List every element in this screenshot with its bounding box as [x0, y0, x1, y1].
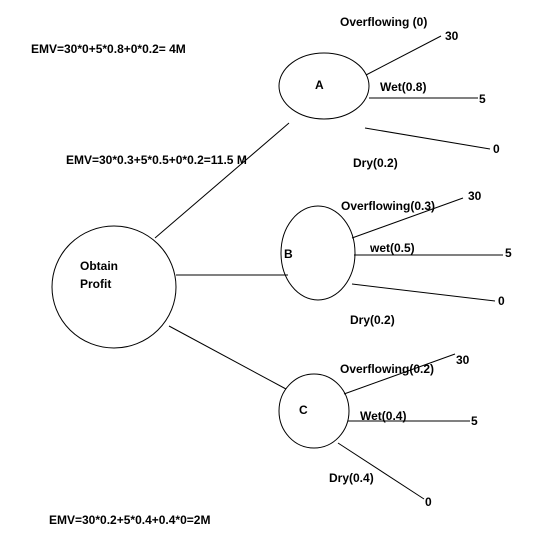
edge-a-dry [364, 127, 491, 150]
node-a-branch-dry: Dry(0.2) [353, 156, 398, 170]
node-b-branch-overflowing: Overflowing(0.3) [341, 199, 435, 213]
emv-c-text: EMV=30*0.2+5*0.4+0.4*0=2M [49, 513, 210, 527]
node-c-payoff-dry: 0 [425, 495, 432, 509]
edge-c-dry [337, 442, 425, 500]
node-a [278, 52, 370, 120]
node-a-branch-overflowing: Overflowing (0) [340, 15, 427, 29]
node-a-branch-wet: Wet(0.8) [380, 80, 426, 94]
node-c-payoff-overflowing: 30 [456, 353, 470, 367]
node-b-payoff-overflowing: 30 [468, 189, 482, 203]
node-c [278, 373, 350, 449]
node-b-branch-dry: Dry(0.2) [350, 313, 395, 327]
emv-b-text: EMV=30*0.3+5*0.5+0*0.2=11.5 M [66, 153, 247, 167]
node-c-branch-wet: Wet(0.4) [360, 409, 406, 423]
node-a-payoff-dry: 0 [493, 142, 500, 156]
edge-b-dry [351, 283, 496, 302]
node-a-payoff-overflowing: 30 [445, 29, 459, 43]
edge-c-overflowing [343, 353, 456, 395]
node-a-payoff-wet: 5 [479, 92, 486, 106]
node-b-branch-wet: wet(0.5) [369, 241, 415, 255]
node-b-payoff-wet: 5 [505, 246, 512, 260]
emv-a-text: EMV=30*0+5*0.8+0*0.2= 4M [31, 42, 186, 56]
edge-root-to-a [154, 122, 290, 239]
node-b [280, 205, 356, 301]
node-c-branch-overflowing: Overflowing(0.2) [340, 362, 434, 376]
edge-a-overflowing [365, 35, 442, 76]
node-a-label: A [315, 78, 324, 92]
root-node [51, 225, 177, 349]
root-label-line2: Profit [80, 277, 111, 291]
node-b-payoff-dry: 0 [498, 294, 505, 308]
root-label-line1: Obtain [80, 259, 118, 273]
node-c-branch-dry: Dry(0.4) [329, 471, 374, 485]
node-c-payoff-wet: 5 [471, 414, 478, 428]
node-b-label: B [284, 247, 293, 261]
edge-root-to-c [168, 325, 287, 390]
edge-b-overflowing [351, 197, 464, 239]
node-c-label: C [299, 403, 308, 417]
